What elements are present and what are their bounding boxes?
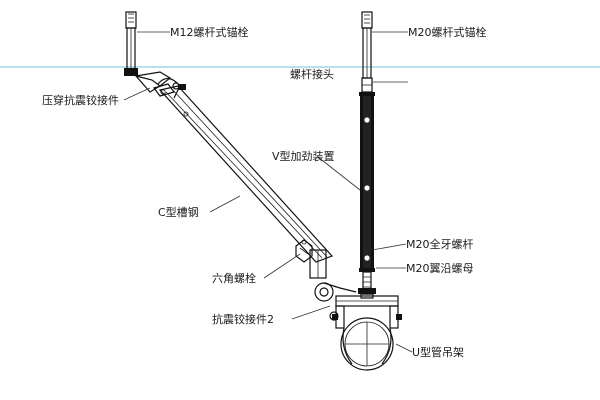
u-pipe-hanger [332,295,402,371]
label-m20-threaded-rod: M20全牙螺杆 [406,237,474,251]
c-channel-diagonal [158,85,334,263]
label-seismic-hinge-2: 抗震铰接件2 [212,312,274,326]
label-m20-anchor: M20螺杆式锚栓 [408,25,487,39]
hex-bolt [295,239,313,263]
label-rod-joint: 螺杆接头 [290,67,334,81]
label-m12-anchor: M12螺杆式锚栓 [170,25,249,39]
leader-lines [123,31,413,353]
m12-anchor-bolt [125,11,137,71]
label-seismic-hinge-1: 压穿抗震铰接件 [42,93,119,107]
v-stiffener [359,92,375,272]
rod-joint [361,77,373,93]
m20-anchor-bolt [361,11,373,79]
label-u-pipe-hanger: U型管吊架 [412,345,464,359]
label-c-channel: C型槽钢 [158,205,199,219]
seismic-hinge-1 [124,68,186,99]
label-hex-bolt: 六角螺栓 [212,271,256,285]
seismic-hinge-2 [309,249,357,321]
label-v-stiffener: V型加劲装置 [272,149,335,163]
label-m20-flange-nut: M20翼沿螺母 [406,262,474,275]
